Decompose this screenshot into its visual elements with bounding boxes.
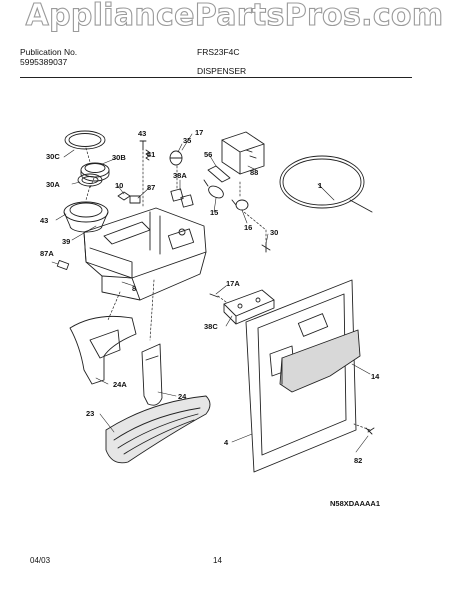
- part-10: [117, 191, 131, 201]
- callout-43: 43: [138, 129, 146, 138]
- part-15-lamp: [203, 179, 224, 199]
- callout-16: 16: [244, 223, 252, 232]
- callout-30: 43: [40, 216, 48, 225]
- callout-1: 1: [318, 181, 322, 190]
- part-43-screw-lower: [261, 243, 271, 253]
- part-23-tray: [105, 395, 211, 464]
- callout-39: 39: [62, 237, 70, 246]
- callout-labels: 43 17 35 56 30C 30B 41 88 1 38A 30A 10 8…: [40, 128, 380, 508]
- footer-date: 04/03: [30, 556, 51, 565]
- part-24-paddle: [141, 343, 163, 406]
- callout-30c: 30C: [46, 152, 60, 161]
- callout-43-lower: 30: [270, 228, 278, 237]
- part-38c-plate: [223, 289, 275, 325]
- diagram-code: N58XDAAAA1: [330, 499, 380, 508]
- part-41-spring: [145, 149, 150, 161]
- dashed-guide-lines: [85, 147, 371, 431]
- part-1-tube: [279, 155, 373, 213]
- part-35-solenoid: [169, 150, 183, 166]
- callout-15: 15: [210, 208, 218, 217]
- publication-number: 5995389037: [20, 57, 68, 67]
- callout-24: 24: [178, 392, 187, 401]
- part-24a-chute: [69, 315, 137, 385]
- callout-23: 23: [86, 409, 94, 418]
- section-title: DISPENSER: [197, 66, 247, 76]
- callout-17: 17: [195, 128, 203, 137]
- callout-88: 88: [250, 168, 258, 177]
- part-43-screw: [139, 140, 147, 151]
- header-rule: [20, 77, 412, 78]
- part-88-relay: [221, 131, 265, 175]
- callout-38c: 38C: [204, 322, 218, 331]
- part-87: [129, 195, 141, 204]
- callout-56: 56: [204, 150, 212, 159]
- callout-87: 87: [147, 183, 155, 192]
- part-4-frame: [245, 279, 357, 473]
- part-30b-cap: [80, 162, 110, 182]
- callout-41: 41: [147, 150, 155, 159]
- part-30c-ring: [64, 130, 106, 150]
- callout-30a: 30A: [46, 180, 60, 189]
- part-14-panel: [279, 329, 361, 393]
- callout-35: 35: [183, 136, 191, 145]
- callout-38a: 38A: [173, 171, 187, 180]
- model-number: FRS23F4C: [197, 47, 240, 57]
- part-30-funnel: [63, 201, 109, 233]
- callout-82: 82: [354, 456, 362, 465]
- callout-8: 8: [132, 284, 136, 293]
- part-38a: [170, 188, 194, 208]
- callout-4: 4: [224, 438, 229, 447]
- part-8-housing: [83, 207, 207, 301]
- part-87a: [56, 260, 70, 270]
- callout-10: 10: [115, 181, 123, 190]
- part-16-socket: [231, 199, 249, 211]
- publication-label: Publication No.: [20, 47, 78, 57]
- watermark: AppliancePartsPros.com: [25, 0, 444, 34]
- part-30a-disc: [77, 173, 103, 187]
- part-82-screw: [365, 427, 375, 435]
- footer-page-number: 14: [213, 556, 222, 565]
- part-56: [207, 165, 231, 183]
- callout-17a: 17A: [226, 279, 240, 288]
- callout-30b: 30B: [112, 153, 126, 162]
- callout-24a: 24A: [113, 380, 127, 389]
- leader-lines: [51, 133, 371, 453]
- callout-87a: 87A: [40, 249, 54, 258]
- callout-14: 14: [371, 372, 380, 381]
- part-17a-screw: [209, 293, 219, 298]
